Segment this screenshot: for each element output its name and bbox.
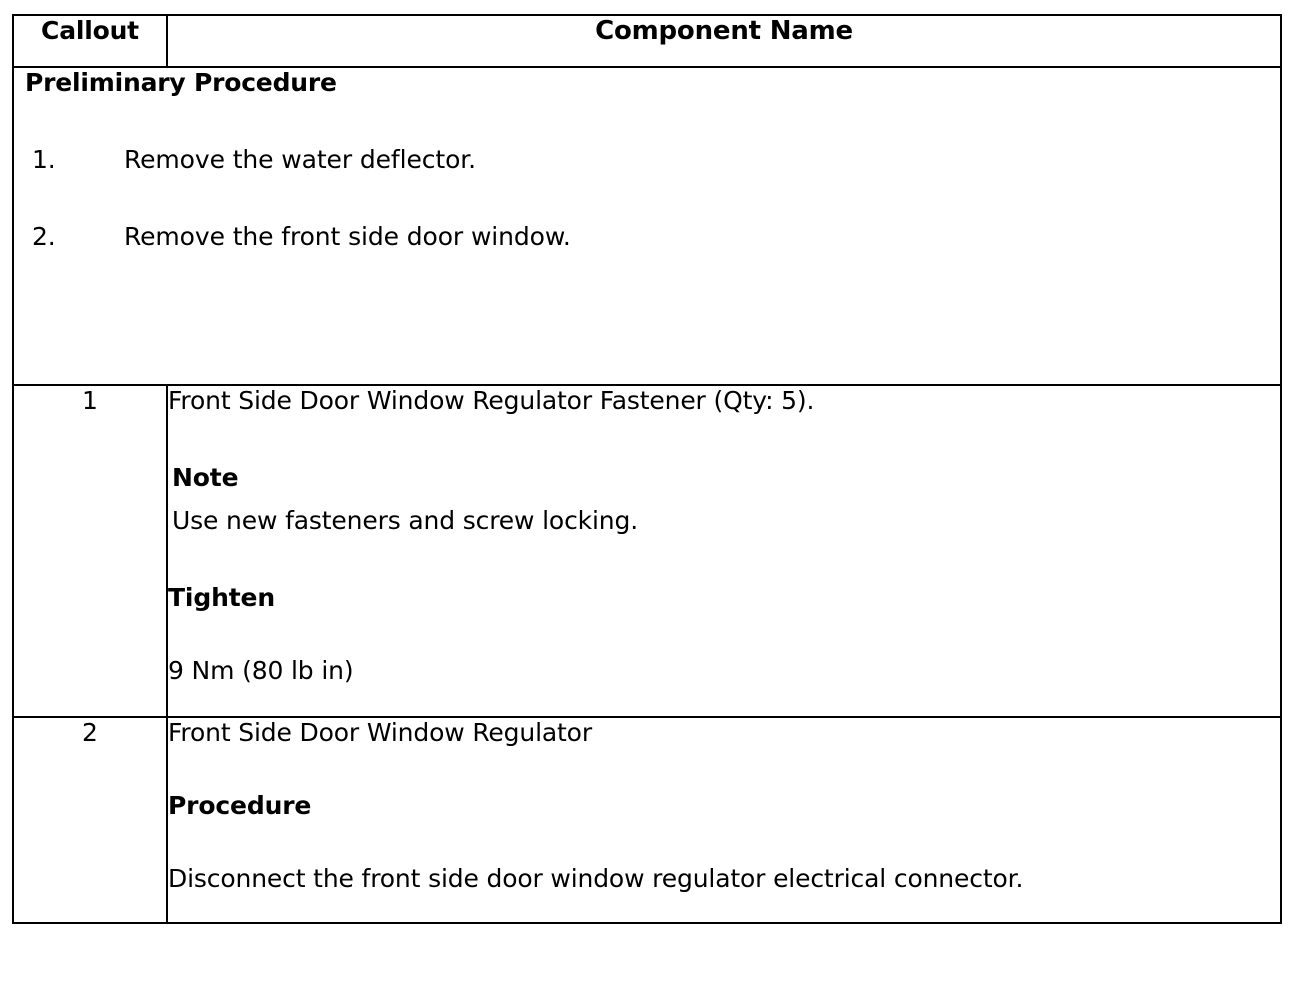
list-item: 1. Remove the water deflector. — [14, 145, 1280, 174]
step-number: 1. — [32, 145, 56, 174]
column-header-callout: Callout — [12, 14, 168, 68]
note-label: Note — [172, 463, 239, 492]
torque-value: 9 Nm (80 lb in) — [168, 656, 354, 685]
component-description-cell: Front Side Door Window Regulator Fastene… — [166, 384, 1282, 718]
step-number: 2. — [32, 222, 56, 251]
table-header: Callout Component Name — [12, 14, 1282, 68]
step-text: Remove the front side door window. — [124, 222, 571, 251]
spacer — [168, 535, 1280, 583]
spacer — [168, 492, 1280, 506]
component-description-cell: Front Side Door Window Regulator Procedu… — [166, 716, 1282, 924]
component-name-text: Front Side Door Window Regulator — [168, 718, 592, 747]
column-header-component-name: Component Name — [166, 14, 1282, 68]
spacer — [168, 415, 1280, 463]
spacer — [168, 612, 1280, 656]
procedure-label: Procedure — [168, 791, 312, 820]
preliminary-procedure-row: Preliminary Procedure 1. Remove the wate… — [12, 66, 1282, 386]
note-text: Use new fasteners and screw locking. — [172, 506, 638, 535]
table-row: 2 Front Side Door Window Regulator Proce… — [12, 716, 1282, 924]
spacer — [168, 820, 1280, 864]
component-name-text: Front Side Door Window Regulator Fastene… — [168, 386, 815, 415]
spacer — [168, 747, 1280, 791]
table-body: Preliminary Procedure 1. Remove the wate… — [12, 66, 1282, 924]
procedure-text: Disconnect the front side door window re… — [168, 864, 1024, 893]
service-procedure-table: Callout Component Name Preliminary Proce… — [12, 14, 1282, 924]
tighten-label: Tighten — [168, 583, 275, 612]
list-item: 2. Remove the front side door window. — [14, 222, 1280, 251]
callout-number: 2 — [12, 716, 168, 924]
preliminary-procedure-cell: Preliminary Procedure 1. Remove the wate… — [12, 66, 1282, 386]
step-text: Remove the water deflector. — [124, 145, 476, 174]
preliminary-step-list: 1. Remove the water deflector. 2. Remove… — [14, 145, 1280, 251]
table-row: 1 Front Side Door Window Regulator Faste… — [12, 384, 1282, 718]
preliminary-procedure-title: Preliminary Procedure — [25, 68, 337, 97]
header-row: Callout Component Name — [12, 14, 1282, 68]
callout-number: 1 — [12, 384, 168, 718]
